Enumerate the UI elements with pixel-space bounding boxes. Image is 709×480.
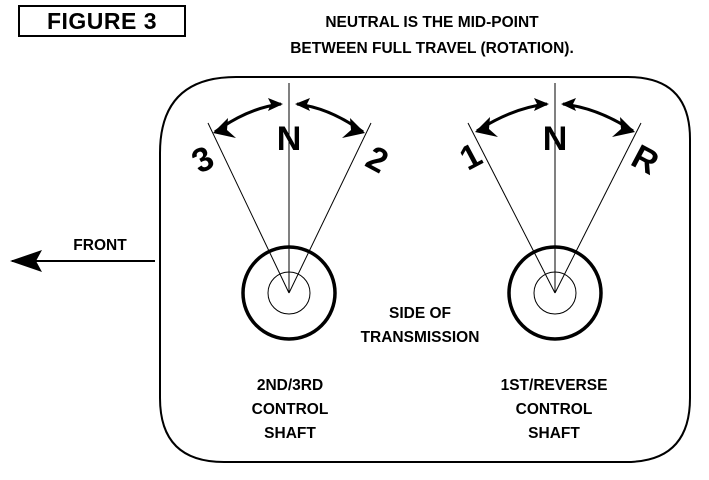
- left-shaft-caption-line-1: 2ND/3RD: [256, 377, 324, 394]
- right-shaft-travel-line-left: [467, 122, 556, 294]
- left-shaft-travel-line-right: [288, 122, 372, 294]
- side-label-line-1: SIDE OF: [388, 305, 451, 322]
- right-shaft-travel-line-right: [554, 122, 642, 294]
- neutral-note-line-2: BETWEEN FULL TRAVEL (ROTATION).: [290, 40, 574, 57]
- left-shaft-group: [207, 83, 372, 341]
- side-label-line-2: TRANSMISSION: [360, 329, 480, 346]
- transmission-side-outline: [159, 76, 691, 463]
- front-arrowhead: [10, 250, 42, 272]
- left-shaft-caption: 2ND/3RD CONTROL SHAFT: [220, 374, 360, 446]
- right-shaft-caption-line-2: CONTROL: [515, 401, 593, 418]
- neutral-note: NEUTRAL IS THE MID-POINT BETWEEN FULL TR…: [212, 10, 652, 62]
- right-shaft-outer-circle: [507, 245, 603, 341]
- right-shaft-group: [467, 83, 642, 341]
- figure-label: FIGURE 3: [18, 5, 186, 37]
- left-shaft-caption-line-3: SHAFT: [264, 425, 316, 442]
- left-shaft-position-n: N: [276, 120, 302, 158]
- right-shaft-caption: 1ST/REVERSE CONTROL SHAFT: [474, 374, 634, 446]
- left-shaft-outer-circle: [241, 245, 337, 341]
- right-shaft-caption-line-1: 1ST/REVERSE: [500, 377, 608, 394]
- right-shaft-caption-line-3: SHAFT: [528, 425, 580, 442]
- left-shaft-travel-line-left: [207, 122, 290, 294]
- left-shaft-inner-circle: [267, 271, 311, 315]
- front-label: FRONT: [73, 237, 127, 254]
- right-shaft-inner-circle: [533, 271, 577, 315]
- neutral-note-line-1: NEUTRAL IS THE MID-POINT: [325, 14, 539, 31]
- right-shaft-position-n: N: [542, 120, 568, 158]
- side-of-transmission-label: SIDE OF TRANSMISSION: [340, 302, 500, 350]
- left-shaft-caption-line-2: CONTROL: [251, 401, 329, 418]
